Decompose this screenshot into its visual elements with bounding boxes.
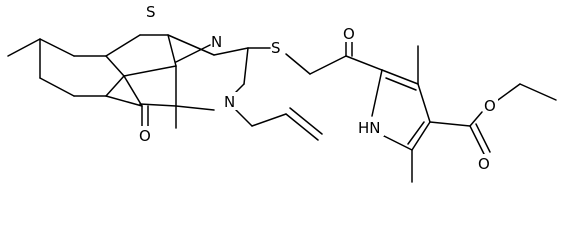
ester-bond xyxy=(429,121,471,127)
pyrimidine-bond xyxy=(139,103,177,107)
allyl-nitrogen-label: N xyxy=(224,93,235,111)
ketone-bond xyxy=(345,55,383,71)
allyl-double-bond xyxy=(289,107,323,135)
ester-bond xyxy=(469,111,483,127)
pyrrole-bond xyxy=(417,83,431,123)
pyrrole-double-bond xyxy=(407,121,425,145)
pyrrole-bond xyxy=(383,135,413,151)
pyrrole-nh-label: HN xyxy=(358,119,381,137)
structure-diagram: S N S O O N HN O O xyxy=(7,2,557,183)
pyrrole-bond xyxy=(371,69,383,117)
thiophene-bond xyxy=(105,95,143,107)
thiophene-bond xyxy=(123,75,143,107)
ring-bond xyxy=(39,77,75,97)
pyrimidine-nitrogen-label: N xyxy=(211,33,222,51)
thiophene-bond xyxy=(105,55,125,77)
pyrimidine-bond xyxy=(213,47,249,56)
pyrimidine-bond xyxy=(167,34,215,56)
thioether-bond xyxy=(285,53,311,75)
thiophene-bond xyxy=(105,34,141,57)
thiophene-bond xyxy=(167,34,177,67)
methylene-bond xyxy=(309,55,347,75)
atom-labels: S N S O O N HN O O xyxy=(139,2,498,173)
allyl-bond xyxy=(285,113,319,141)
bond-lines xyxy=(7,34,557,183)
ester-carbonyl-bond xyxy=(469,125,485,155)
thioether-sulfur-label: S xyxy=(271,39,281,57)
ring-sulfur-label: S xyxy=(146,3,156,21)
ring-bond xyxy=(39,38,75,57)
ester-carbonyl-bond xyxy=(475,123,491,153)
thiophene-bond xyxy=(123,65,177,77)
ester-carbonyl-oxygen-label: O xyxy=(478,155,490,173)
pyrrole-double-bond xyxy=(385,77,417,91)
ketone-oxygen-label: O xyxy=(343,25,355,43)
molecule-canvas: S N S O O N HN O O xyxy=(7,2,557,183)
allyl-bond xyxy=(251,113,287,127)
pyrimidine-bond xyxy=(243,47,249,85)
pyrimidine-bond xyxy=(175,105,215,111)
ethyl-bond xyxy=(519,83,557,101)
methyl-bond xyxy=(7,38,41,57)
lactam-oxygen-label: O xyxy=(139,127,151,145)
pyrrole-bond xyxy=(381,69,419,85)
pyrimidine-double-bond xyxy=(175,44,211,63)
ethyl-bond xyxy=(497,83,521,101)
ester-ether-oxygen-label: O xyxy=(484,97,496,115)
pyrrole-bond xyxy=(411,121,431,151)
thiophene-bond xyxy=(105,75,125,97)
